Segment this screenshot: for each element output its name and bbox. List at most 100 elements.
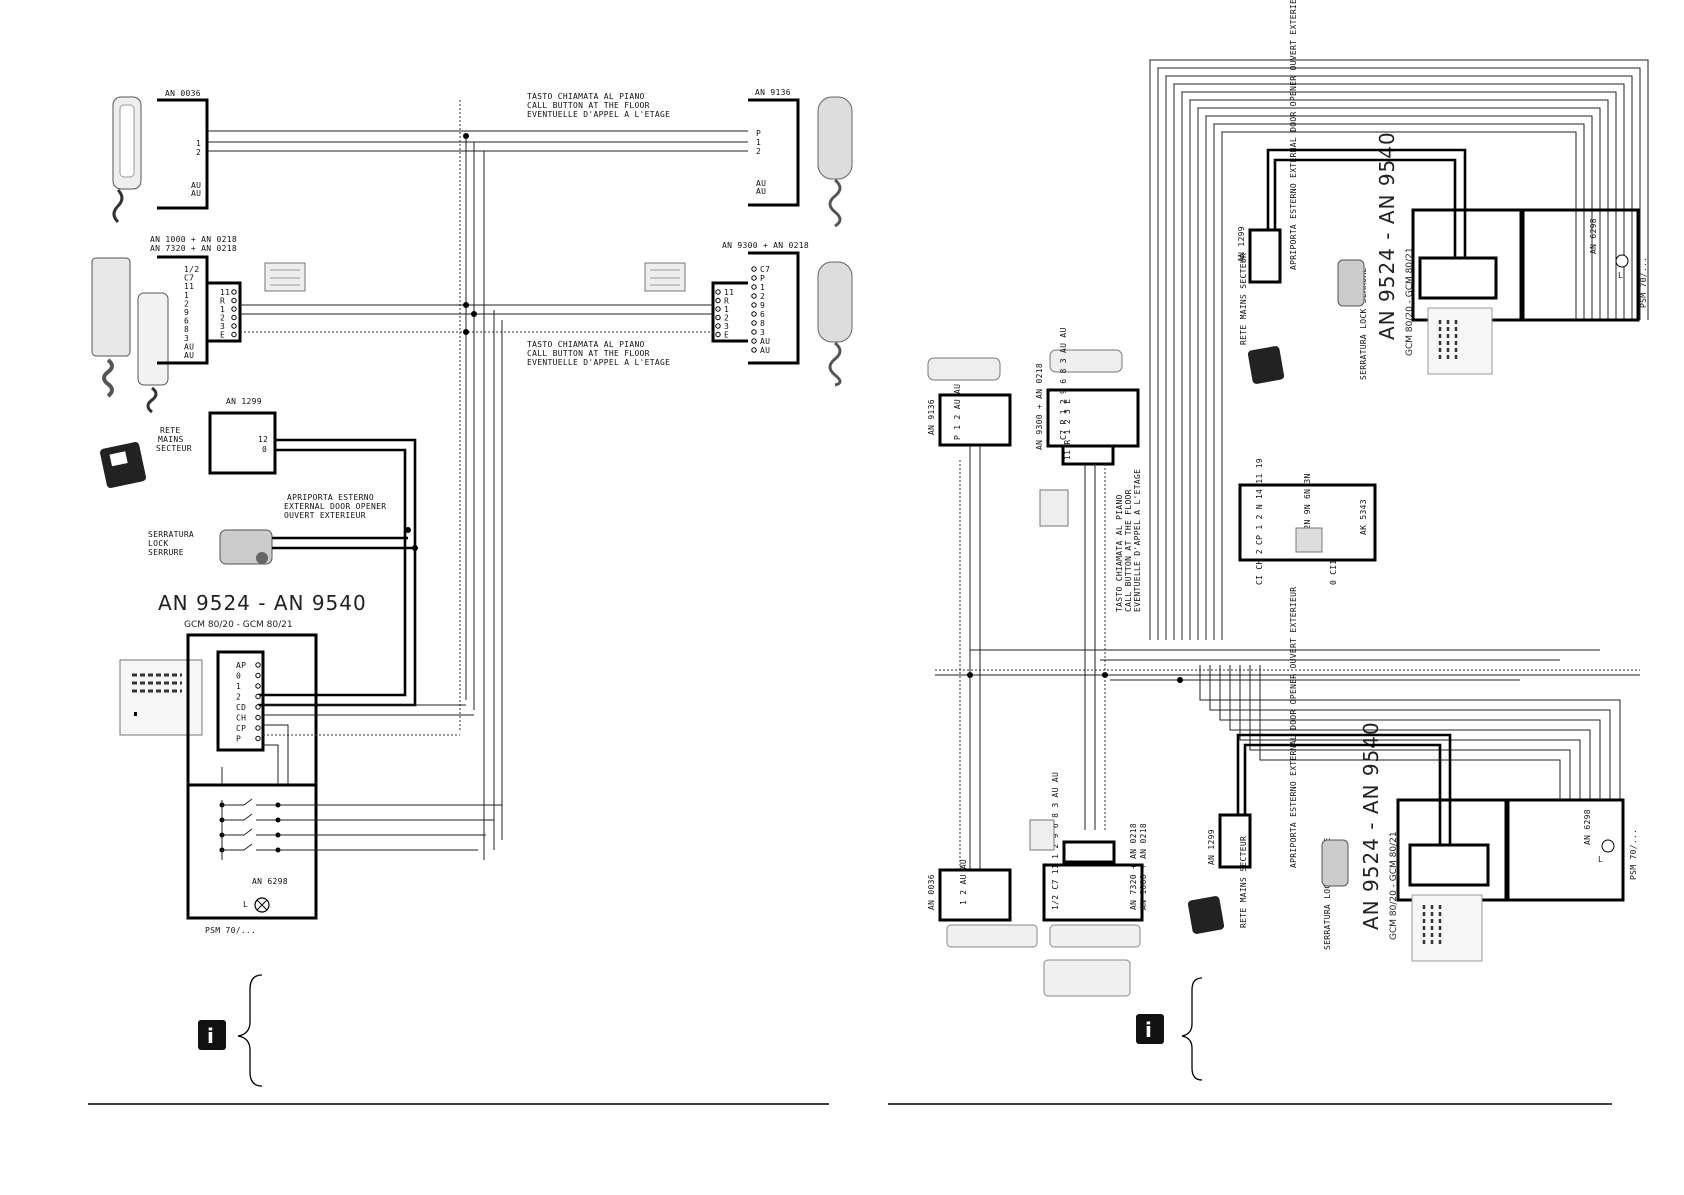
right-an0036-unit: AN 0036 1 2 AU AU	[927, 859, 1038, 948]
an1000-term: 2	[184, 299, 189, 308]
panel-term: CP	[236, 724, 246, 733]
right-top-psm: PSM 70/...	[1639, 257, 1648, 308]
mains-l2: MAINS	[158, 435, 184, 444]
an9136-au2: AU	[756, 187, 766, 196]
info-icon-right-letter: i	[1145, 1018, 1152, 1042]
panel-term: 2	[236, 693, 241, 702]
an1000-rterm: 1	[220, 305, 225, 314]
info-icon-letter: i	[207, 1024, 214, 1048]
an9300-term: 2	[760, 292, 765, 301]
an9136-t1: 1	[756, 138, 761, 147]
panel-title: AN 9524 - AN 9540	[158, 591, 367, 615]
an1299-title: AN 1299	[226, 397, 262, 406]
ak5343-bottom-right: 0 CII	[1329, 559, 1338, 585]
right-top-l: L	[1618, 271, 1623, 280]
module-an0218-left	[264, 262, 306, 292]
call-button-mid-label: TASTO CHIAMATA AL PIANO CALL BUTTON AT T…	[527, 340, 670, 367]
an1000-term: C7	[184, 274, 194, 283]
right-bottom-door: APRIPORTA ESTERNO EXTERNAL DOOR OPENER O…	[1289, 587, 1298, 868]
an9300-term: 3	[760, 328, 765, 337]
an9136-p: P	[756, 129, 761, 138]
right-bottom-panel-title: AN 9524 - AN 9540	[1359, 721, 1383, 930]
an1299-unit: AN 1299 12 0 RETE MAINS SECTEUR	[156, 397, 277, 475]
an0036-t1: 1	[196, 139, 201, 148]
an9136-t2: 2	[756, 147, 761, 156]
an9300-term: 9	[760, 301, 765, 310]
right-bottom-lock: SERRATURA LOCK SERRURE	[1323, 837, 1332, 950]
panel-term: 0	[236, 672, 241, 681]
an9300-term: 1	[760, 283, 765, 292]
call-button-top-l3: EVENTUELLE D'APPEL A L'ETAGE	[527, 110, 670, 119]
right-top-lock: SERRATURA LOCK SERRURE	[1359, 267, 1368, 380]
an1000-rterm: E	[220, 331, 225, 340]
an9300-lterm: R	[724, 297, 729, 306]
an1299-t12: 12	[258, 435, 268, 444]
mains-l1: RETE	[160, 426, 180, 435]
right-an1000-unit: AN 1000 + AN 0218 AN 7320 + AN 0218 1/2 …	[1029, 772, 1148, 997]
right-an9300-lterms: 11 R 1 2 3 E	[1063, 399, 1072, 460]
right-top-transformer-image	[1247, 346, 1285, 384]
right-top-door: APRIPORTA ESTERNO EXTERNAL DOOR OPENER O…	[1289, 0, 1298, 270]
an0036-au2: AU	[191, 189, 201, 198]
an0036-title: AN 0036	[165, 89, 201, 98]
right-top-speaker-image	[1427, 307, 1493, 375]
right-bottom-transformer-image	[1187, 896, 1225, 934]
speaker-panel-image	[119, 659, 203, 736]
lamp-l: L	[243, 900, 248, 909]
an9136-au1: AU	[756, 179, 766, 188]
right-an9300-terms: C7 P 1 2 9 6 8 3 AU AU	[1059, 327, 1068, 440]
panel-term: AP	[236, 661, 246, 670]
right-bottom-mains: RETE MAINS SECTEUR	[1239, 836, 1248, 928]
info-block-right: i	[1136, 977, 1203, 1081]
an9136-title: AN 9136	[755, 88, 791, 97]
right-an1000-terms: 1/2 C7 11 1 2 9 6 8 3 AU AU	[1051, 772, 1060, 910]
right-an9136-title: AN 9136	[927, 399, 936, 435]
call-button-top-label: TASTO CHIAMATA AL PIANO CALL BUTTON AT T…	[527, 92, 670, 119]
ak5343-title: AK 5343	[1359, 499, 1368, 535]
lock-label: SERRATURA LOCK SERRURE	[148, 530, 194, 557]
right-an1000-title2: AN 7320 + AN 0218	[1129, 823, 1138, 910]
right-bottom-speaker-image	[1411, 894, 1483, 962]
an9300-term: AU	[760, 337, 770, 346]
an0036-t2: 2	[196, 148, 201, 157]
handset-an9136-image	[817, 96, 853, 228]
right-an9136-terms: P 1 2 AU AU	[953, 384, 962, 440]
right-call-l1: TASTO CHIAMATA AL PIANO	[1115, 494, 1124, 612]
call-button-mid-l1: TASTO CHIAMATA AL PIANO	[527, 340, 645, 349]
info-icon	[198, 1020, 226, 1050]
an9300-term: 8	[760, 319, 765, 328]
an9300-lterm: 1	[724, 305, 729, 314]
an9300-lterm: 3	[724, 322, 729, 331]
an1000-title1: AN 1000 + AN 0218	[150, 235, 237, 244]
lock-l2: LOCK	[148, 539, 168, 548]
an1000-rterm: 2	[220, 314, 225, 323]
lock-l1: SERRATURA	[148, 530, 194, 539]
an9300-lterm: E	[724, 331, 729, 340]
right-bottom-lamp-icon	[1601, 839, 1615, 853]
right-top-an6298: AN 6298	[1589, 218, 1598, 254]
an1000-rterm: 11	[220, 288, 230, 297]
panel-term: CD	[236, 703, 246, 712]
handset-an0036-image	[112, 96, 142, 224]
an1000-term: 6	[184, 317, 189, 326]
right-bottom-lock-image	[1321, 839, 1349, 887]
an9300-term: C7	[760, 265, 770, 274]
right-bottom-panel: AN 9524 - AN 9540 GCM 80/20 - GCM 80/21 …	[1187, 587, 1638, 962]
right-an0036-terms: 1 2 AU AU	[959, 859, 968, 905]
an9300-lterm: 2	[724, 314, 729, 323]
ak5343-left-terms: CP 1 2 N 14 11 19	[1255, 458, 1264, 545]
door-opener-l3: OUVERT EXTERIEUR	[284, 511, 366, 520]
right-call-l3: EVENTUELLE D'APPEL A L'ETAGE	[1133, 469, 1142, 612]
an1000-term: 9	[184, 308, 189, 317]
right-top-panel-title: AN 9524 - AN 9540	[1375, 131, 1399, 340]
an0036-au1: AU	[191, 181, 201, 190]
an1000-term: 1	[184, 291, 189, 300]
right-bottom-l: L	[1598, 855, 1603, 864]
